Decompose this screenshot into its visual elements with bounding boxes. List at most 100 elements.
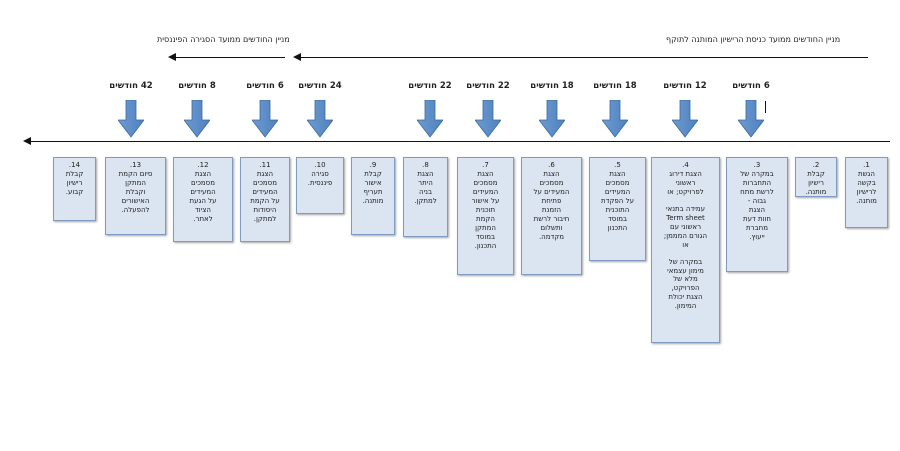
month-label: 22 חודשים: [408, 81, 452, 91]
step-text-line: ותשלום: [540, 223, 563, 232]
step-text-line: לאתר.: [193, 214, 213, 223]
step-text-line: הזמנת: [541, 205, 562, 214]
header-left-line: [175, 57, 285, 58]
step-text-line: עמידה בתנאי: [665, 204, 706, 213]
step-text-line: מותנה.: [805, 187, 827, 196]
step-text-line: במוסד: [607, 214, 628, 223]
step-text-line: לרשת מתח: [740, 187, 774, 196]
step-number: 10.: [314, 161, 326, 169]
step-text-line: ייעוץ.: [749, 232, 765, 241]
month-label: 6 חודשים: [246, 81, 284, 91]
step-text-line: הצגת: [748, 205, 766, 214]
step-number: 12.: [197, 161, 209, 169]
down-arrow-icon: [118, 100, 144, 138]
step-text-line: המתקן: [475, 223, 496, 232]
down-arrow-icon: [252, 100, 278, 138]
down-arrow-icon: [184, 100, 210, 138]
text-cursor: [765, 101, 766, 113]
step-text-line: הצגת: [477, 169, 494, 178]
step-text-line: קבלת: [65, 169, 84, 178]
step-text-line: מסמכים: [473, 178, 498, 187]
step-text-line: תוכנית: [475, 205, 496, 214]
step-text-line: על הגעת: [189, 196, 217, 205]
step-text-line: סגירה: [311, 169, 329, 178]
down-arrow-icon: [672, 100, 698, 138]
step-text-line: מסמכים: [539, 178, 564, 187]
step-number: 3.: [753, 161, 761, 169]
step-number: 6.: [548, 161, 555, 169]
step-text-line: למתקן.: [253, 214, 277, 223]
step-text-line: הציוד: [194, 205, 212, 214]
step-text-line: מסמכים: [605, 178, 630, 187]
step-text-line: הפרויקט,: [671, 284, 700, 293]
step-text-line: הצגת: [609, 169, 626, 178]
step-text-line: מותנה.: [362, 196, 384, 205]
step-text-line: על הקמת: [250, 196, 280, 205]
step-text-line: פתיחת: [541, 196, 562, 205]
month-label: 24 חודשים: [298, 81, 342, 91]
step-text-line: מימון עצמאי: [667, 266, 704, 275]
step-text-line: התחברות: [742, 178, 772, 187]
month-label: 42 חודשים: [109, 81, 153, 91]
step-text-line: לרישיון: [856, 187, 877, 196]
step-text-line: המעידים על: [533, 187, 570, 196]
step-text-line: [654, 250, 717, 258]
step-text-line: למתקן.: [414, 196, 437, 205]
step-text-line: מסמכים: [191, 178, 215, 187]
step-text-line: על אישור: [471, 196, 500, 205]
step-text-line: ראשוני עם: [669, 222, 702, 231]
step-text-line: על הפקדת: [601, 196, 634, 205]
step-text-line: הצגת יכולת: [668, 293, 703, 302]
step-number: 9.: [369, 161, 377, 169]
step-text-line: רישיון: [808, 178, 824, 187]
step-number: 5.: [614, 161, 621, 169]
down-arrow-icon: [602, 100, 628, 138]
step-text-line: קבלת: [807, 169, 825, 178]
step-text-line: במקרה של: [740, 169, 774, 178]
step-text-line: המתקן: [125, 178, 146, 187]
step-text-line: פיננסית.: [307, 178, 333, 187]
timeline-line: [30, 141, 890, 142]
step-text-line: מלא של: [673, 275, 698, 284]
step-number: 7.: [482, 161, 489, 169]
down-arrow-icon: [738, 100, 764, 138]
step-text-line: אישור: [364, 178, 382, 187]
step-text-line: רישיון: [66, 178, 83, 187]
step-text-line: הצגת דירוג: [669, 169, 702, 178]
step-text-line: הגשת: [857, 169, 876, 178]
month-label: 6 חודשים: [732, 81, 770, 91]
step-text-line: וקבלת: [125, 187, 146, 196]
month-label: 8 חודשים: [178, 81, 216, 91]
step-text-line: מסמכים: [253, 178, 277, 187]
step-text-line: הצגת: [194, 169, 212, 178]
step-text-line: במוסד: [475, 232, 496, 241]
step-number: 4.: [682, 161, 689, 169]
step-text-line: גבוה -: [747, 196, 767, 205]
step-number: 1.: [863, 161, 870, 169]
step-text-line: קבלת: [364, 169, 382, 178]
header-right-arrowhead: [293, 53, 301, 61]
step-text-line: האישורים: [121, 196, 150, 205]
step-number: 11.: [259, 161, 271, 169]
step-number: 14.: [68, 161, 81, 169]
step-text-line: המימון.: [674, 302, 697, 311]
step-text-line: הצגת: [417, 169, 434, 178]
step-text-line: להפעלה.: [121, 205, 150, 214]
step-text-line: חיבור לרשת: [533, 214, 570, 223]
step-text-line: התכנון: [607, 223, 628, 232]
step-text-line: היתר: [418, 178, 433, 187]
step-text-line: הצגת: [256, 169, 274, 178]
step-text-line: המעידים: [604, 187, 631, 196]
step-text-line: הגורם המממן;: [663, 231, 708, 240]
step-text-line: Term sheet: [666, 213, 705, 222]
step-text-line: בקשה: [857, 178, 876, 187]
